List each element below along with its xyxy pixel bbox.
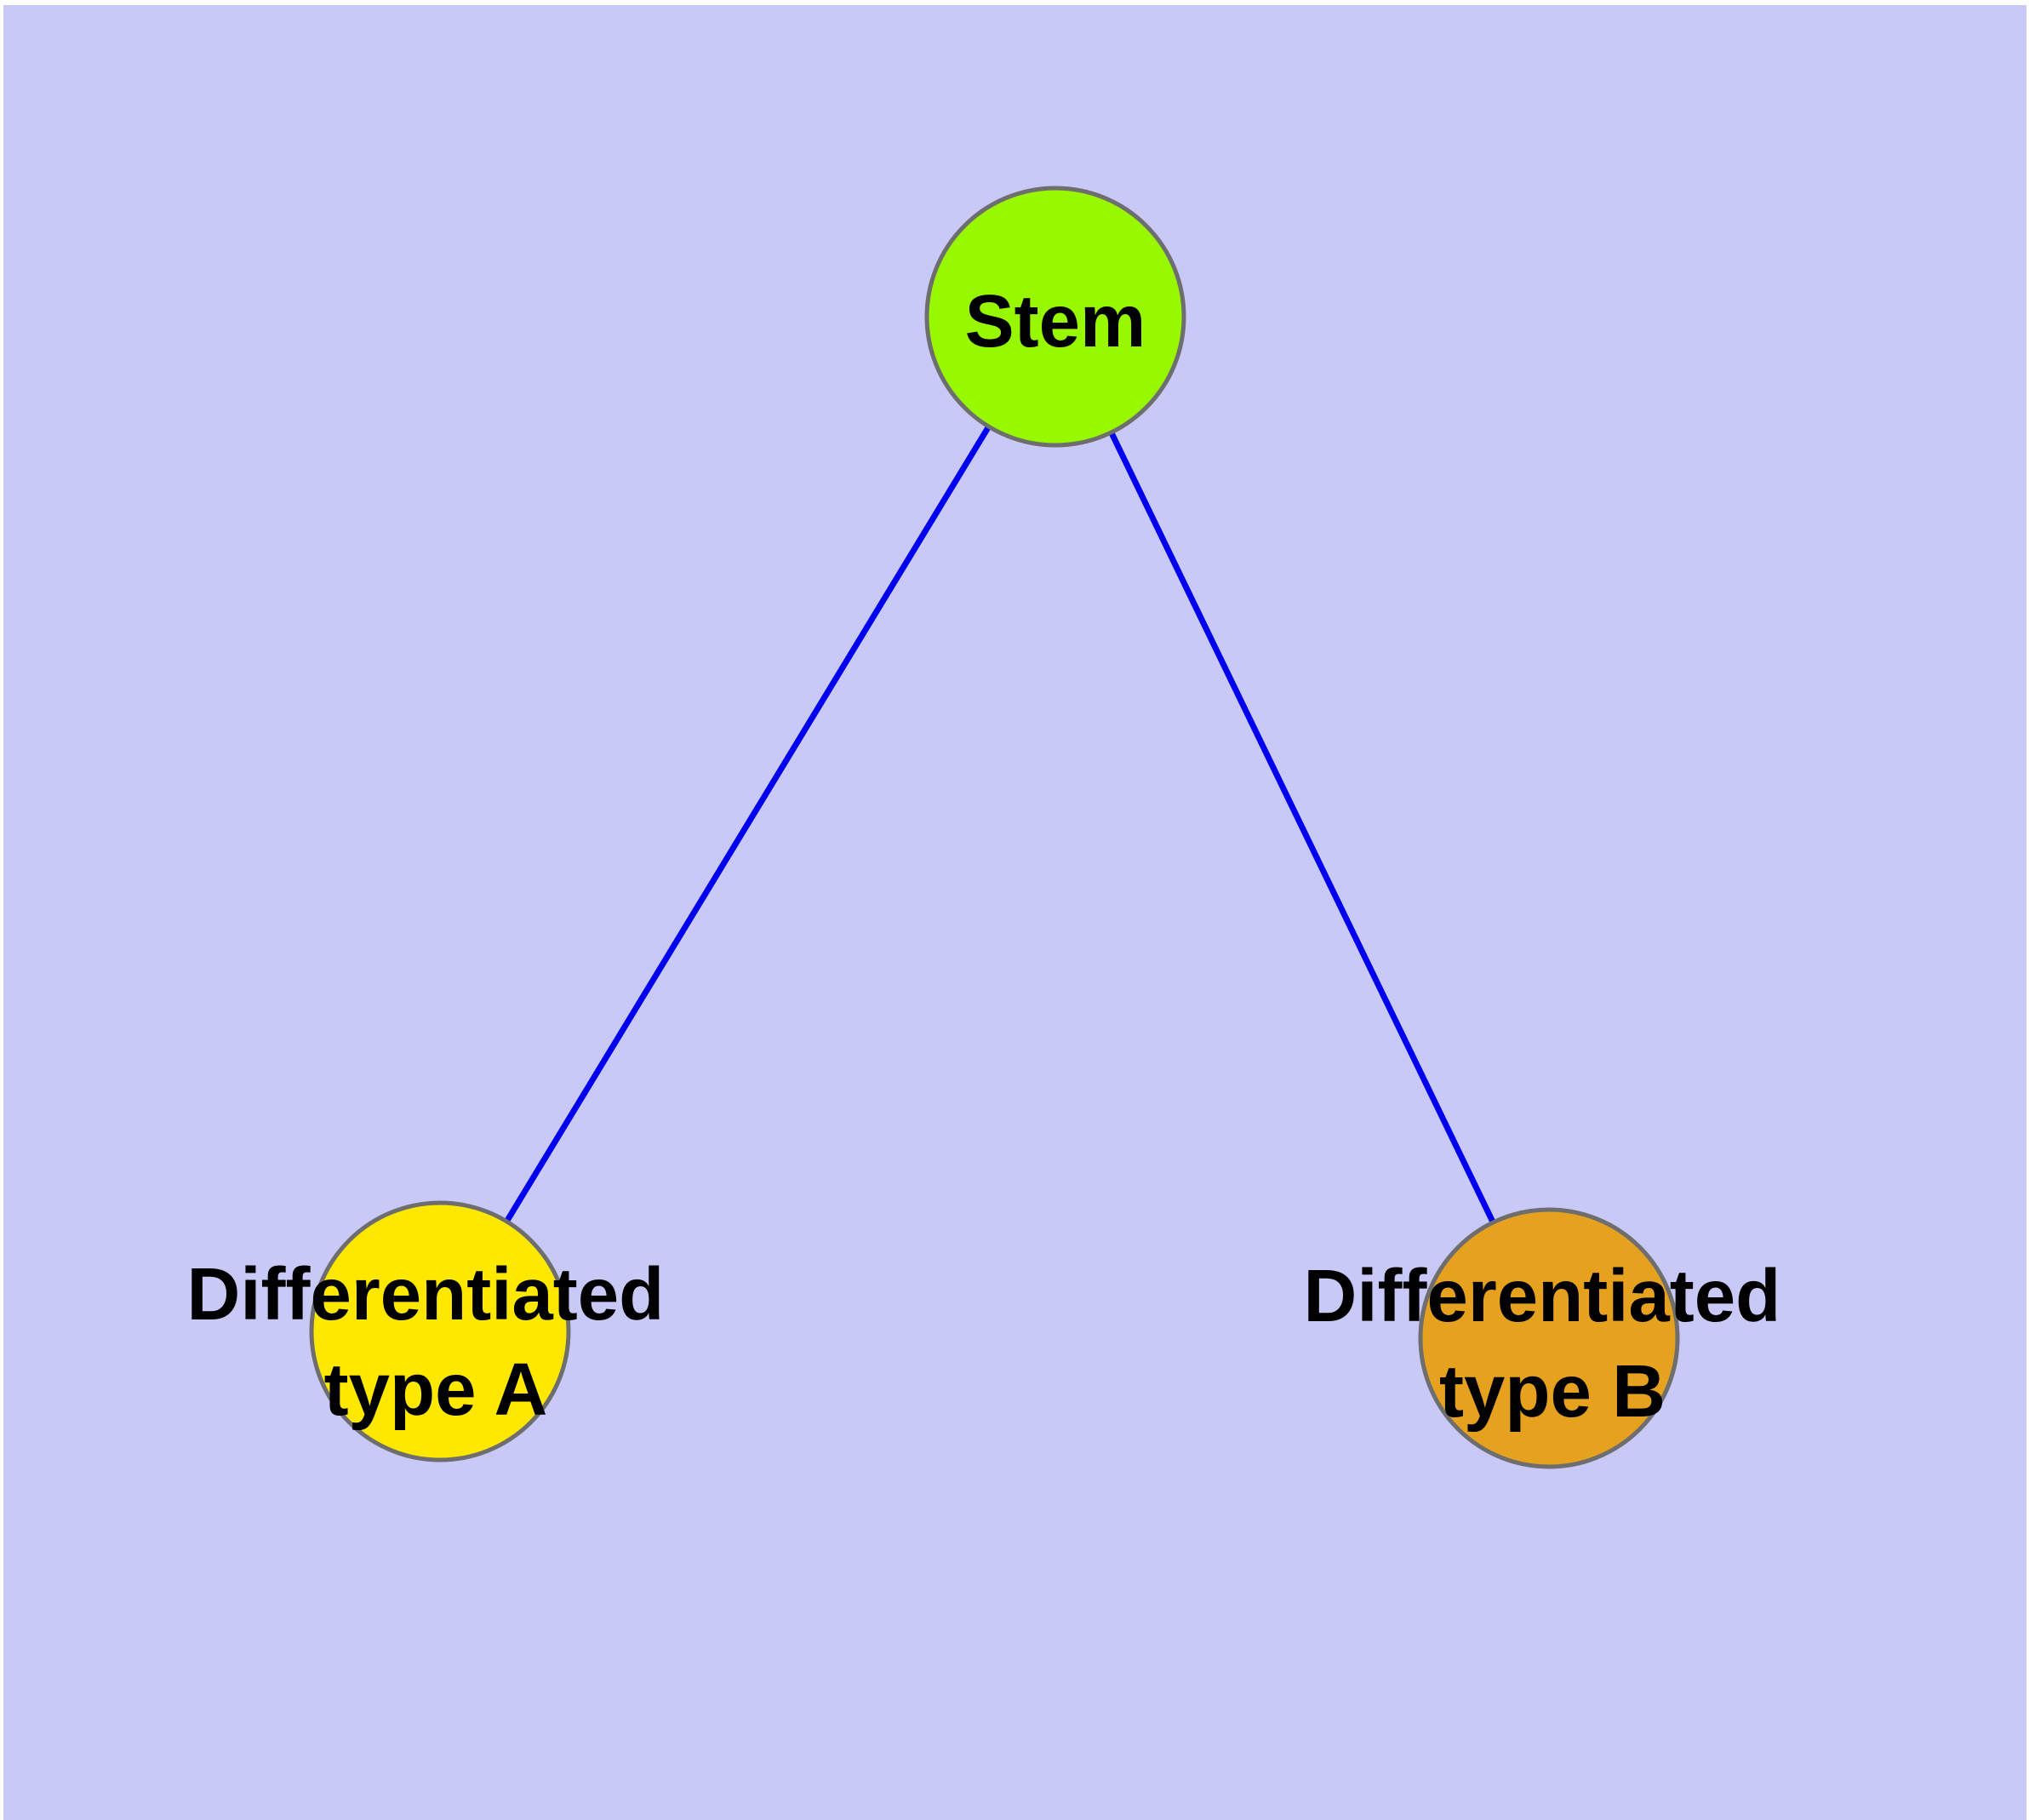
- node-stem-circle: [924, 186, 1186, 448]
- node-type-a-label-line1: Differentiated: [187, 1253, 665, 1336]
- node-type-b-label-line2: type B: [1439, 1350, 1666, 1433]
- node-type-a-label-line2: type A: [324, 1348, 548, 1431]
- node-type-b-label-line1: Differentiated: [1304, 1255, 1781, 1337]
- node-type-a-label: Differentiated type A: [187, 1253, 685, 1431]
- edge-stem-to-type-b: [1052, 315, 1552, 1340]
- node-type-a-circle: [309, 1200, 571, 1462]
- node-stem-label: Stem: [965, 280, 1146, 363]
- edge-stem-to-type-a: [437, 315, 1058, 1333]
- node-type-b-label: Differentiated type B: [1304, 1255, 1802, 1433]
- node-type-b-circle: [1418, 1207, 1680, 1469]
